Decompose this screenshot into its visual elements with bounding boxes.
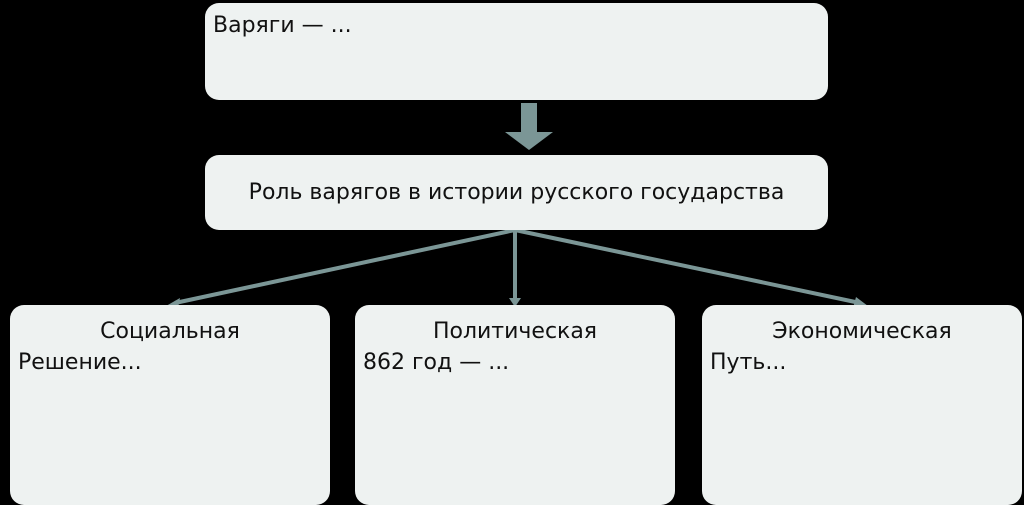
definition-text: Варяги — ... <box>213 13 352 38</box>
central-topic-text: Роль варягов в истории русского государс… <box>248 180 785 205</box>
branch-text: Путь... <box>710 350 787 375</box>
branch-title: Экономическая <box>772 319 952 344</box>
branch-economic: Экономическая Путь... <box>702 305 1022 505</box>
arrowhead-icon <box>509 298 521 307</box>
branch-text: Решение... <box>18 350 142 375</box>
branch-text: 862 год — ... <box>363 350 510 375</box>
definition-box: Варяги — ... <box>205 3 828 100</box>
central-topic-box: Роль варягов в истории русского государс… <box>205 155 828 230</box>
down-arrow-icon <box>505 103 553 150</box>
branch-title: Политическая <box>432 319 598 344</box>
connector-economic <box>514 228 861 305</box>
branch-political: Политическая 862 год — ... <box>355 305 675 505</box>
branch-social: Социальная Решение... <box>10 305 330 505</box>
branch-title: Социальная <box>100 319 240 344</box>
connector-social <box>174 228 516 305</box>
